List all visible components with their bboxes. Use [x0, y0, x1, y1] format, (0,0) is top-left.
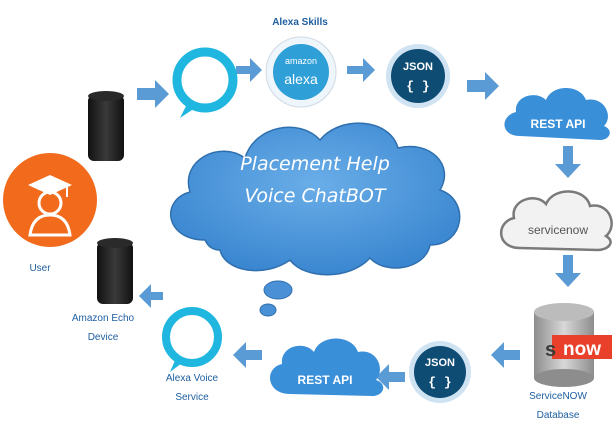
echo-label-line-1: Amazon Echo	[71, 313, 135, 324]
db-logo-s: s	[545, 339, 556, 361]
alexa-skills-logo: amazon alexa	[265, 36, 337, 108]
alexa-ring-icon-bottom	[162, 307, 222, 372]
amazon-logo-text: amazon	[285, 56, 317, 66]
rest-api-cloud-bottom: REST API	[270, 338, 384, 396]
json-top-braces: { }	[406, 79, 429, 94]
json-node-top: JSON { }	[386, 44, 450, 108]
alexa-skills-label: Alexa Skills	[272, 17, 328, 28]
alexa-voice-label-line-2: Service	[175, 392, 209, 403]
servicenow-db-label-line-1: ServiceNOW	[529, 391, 587, 402]
alexa-voice-label: Alexa Voice Service	[142, 372, 242, 405]
servicenow-db-label: ServiceNOW Database	[508, 390, 608, 423]
title-line-2: Voice ChatBOT	[244, 185, 386, 207]
json-node-bottom: JSON { }	[409, 341, 471, 403]
arrow-alexa-voice-to-echo	[139, 284, 163, 308]
echo-speaker-icon-bottom	[97, 238, 133, 304]
echo-speaker-icon-top	[88, 91, 124, 161]
arrow-json-to-rest	[467, 72, 499, 100]
rest-api-cloud-top: REST API	[504, 88, 610, 140]
title-line-1: Placement Help	[240, 153, 390, 175]
arrow-alexa-to-skills	[236, 58, 262, 82]
alexa-ring-icon-top	[172, 47, 238, 118]
servicenow-db-label-line-2: Database	[536, 410, 580, 421]
rest-api-top-label: REST API	[531, 117, 586, 131]
servicenow-logo-text: servicenow	[528, 223, 588, 237]
json-bottom-braces: { }	[428, 375, 451, 390]
arrow-skills-to-json	[347, 58, 375, 82]
arrow-json-to-rest-bottom	[376, 364, 405, 390]
rest-api-bottom-label: REST API	[298, 373, 353, 387]
arrow-rest-to-alexa-voice	[233, 342, 262, 368]
center-cloud	[170, 122, 461, 317]
arrows	[137, 58, 581, 390]
alexa-voice-label-line-1: Alexa Voice	[165, 373, 219, 384]
servicenow-cloud: servicenow	[499, 190, 613, 252]
arrow-servicenow-to-db	[555, 255, 581, 287]
echo-label: Amazon Echo Device	[48, 312, 158, 345]
graduate-user-icon	[3, 153, 97, 247]
echo-label-line-2: Device	[87, 332, 119, 343]
alexa-logo-text: alexa	[284, 71, 318, 87]
user-label: User	[29, 263, 51, 274]
arrow-rest-to-servicenow	[555, 146, 581, 178]
db-logo-now: now	[563, 339, 601, 360]
arrow-db-to-json	[491, 342, 520, 368]
json-bottom-label: JSON	[425, 357, 455, 369]
servicenow-database-icon: s now	[534, 303, 612, 387]
json-top-label: JSON	[403, 61, 433, 73]
center-cloud-title: Placement Help Voice ChatBOT	[200, 148, 430, 212]
arrow-echo-to-alexa	[137, 80, 169, 108]
